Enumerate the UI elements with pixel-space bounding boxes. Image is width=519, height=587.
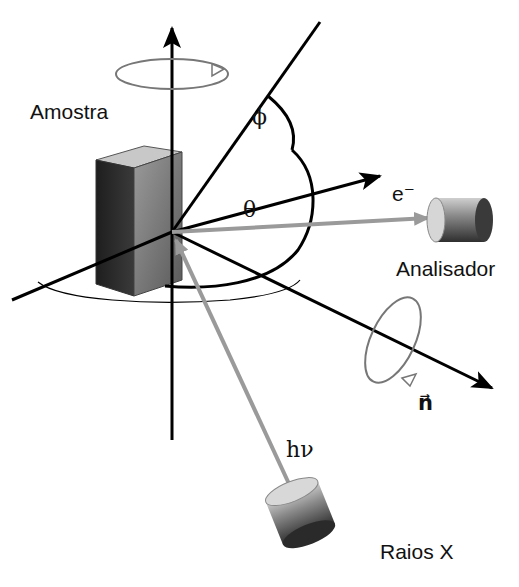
angle-theta: θ bbox=[243, 198, 256, 222]
normal-vector-label: n⃗ bbox=[418, 392, 433, 415]
angle-phi: ϕ bbox=[252, 105, 267, 129]
photon-label: hν bbox=[286, 438, 314, 462]
electron-label: e⁻ bbox=[392, 182, 415, 205]
analyser-label: Analisador bbox=[396, 257, 495, 280]
sample-label: Amostra bbox=[30, 100, 108, 123]
xray-source-label: Raios X bbox=[380, 540, 454, 563]
